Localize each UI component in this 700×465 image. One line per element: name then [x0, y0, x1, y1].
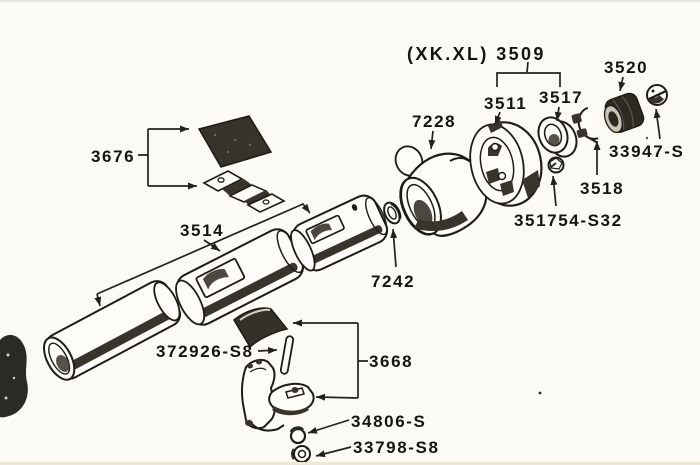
label-34806-s: 34806-S — [351, 412, 426, 431]
label-group-3509: (XK.XL) 3509 — [407, 44, 546, 64]
leader-33947 — [653, 108, 661, 140]
label-3520: 3520 — [604, 58, 648, 77]
part-372926-pin — [279, 335, 295, 375]
leader-3509-bracket — [496, 61, 561, 87]
leader-7242 — [390, 228, 398, 268]
leader-3520 — [618, 76, 626, 92]
part-34806-washer — [289, 426, 307, 445]
part-7228-shroud — [394, 145, 488, 237]
leader-3514 — [94, 202, 311, 307]
leader-351754 — [550, 175, 558, 207]
part-3511-housing — [469, 120, 543, 207]
part-jacket-upper — [290, 194, 389, 272]
part-3676-clamp — [202, 170, 286, 213]
label-33947-s: 33947-S — [609, 142, 684, 161]
leader-372926 — [257, 346, 278, 354]
part-33798-nut — [291, 445, 311, 463]
label-3518: 3518 — [580, 179, 624, 198]
label-3514: 3514 — [180, 221, 224, 240]
label-7242: 7242 — [371, 272, 415, 291]
part-7242-washer — [383, 201, 402, 225]
label-3676: 3676 — [91, 147, 135, 166]
scan-speck — [645, 136, 649, 140]
part-3668-bracket — [241, 358, 315, 432]
label-33798-s8: 33798-S8 — [353, 438, 440, 457]
part-tube-lower — [43, 280, 182, 381]
part-3520-knob — [603, 92, 645, 134]
scan-speck — [538, 391, 542, 395]
part-3517-bushing — [537, 116, 578, 158]
leader-3511 — [494, 111, 502, 126]
part-351754-nut — [547, 156, 565, 174]
leader-33798 — [315, 446, 352, 458]
label-3511: 3511 — [484, 94, 527, 113]
leader-3517 — [554, 106, 562, 122]
part-3668-pad — [233, 307, 289, 349]
label-3517: 3517 — [539, 88, 583, 107]
leader-34806 — [307, 419, 350, 434]
part-33947-screw — [646, 84, 668, 106]
leader-7228 — [428, 130, 436, 150]
label-3668: 3668 — [369, 352, 413, 371]
part-3676-pad — [197, 115, 273, 168]
leader-3668 — [293, 319, 368, 401]
leader-3676 — [138, 125, 197, 190]
part-hub-fragment — [0, 334, 28, 418]
label-351754-s32: 351754-S32 — [514, 211, 623, 230]
label-372926-s8: 372926-S8 — [156, 342, 254, 361]
label-7228: 7228 — [412, 112, 456, 131]
